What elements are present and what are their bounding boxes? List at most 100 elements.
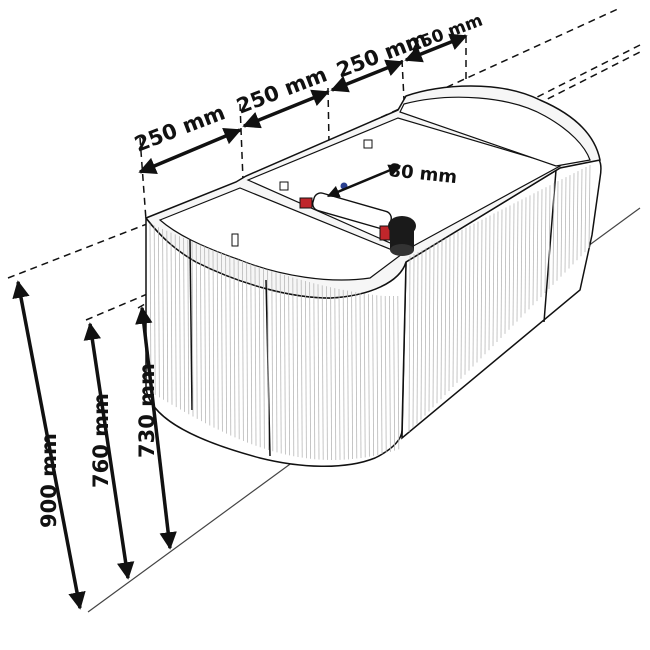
groove-line	[544, 187, 547, 293]
groove-line	[187, 239, 190, 415]
groove-line	[204, 246, 206, 424]
groove-line	[300, 279, 303, 458]
groove-line	[275, 272, 278, 453]
groove-line	[432, 243, 435, 408]
groove-line	[359, 292, 362, 459]
groove-line	[464, 227, 467, 375]
drawer-compartment-middle	[246, 117, 562, 251]
groove-line	[242, 260, 244, 441]
groove-line	[292, 277, 295, 457]
groove-line	[560, 179, 563, 277]
groove-line	[296, 278, 299, 458]
drawer-compartment-left	[158, 187, 404, 281]
groove-line	[317, 284, 320, 460]
groove-line	[484, 217, 487, 355]
groove-line	[504, 207, 507, 334]
groove-line	[444, 237, 447, 396]
groove-line	[246, 262, 248, 443]
drawer-compartment-right	[399, 96, 591, 167]
groove-line	[309, 282, 311, 459]
groove-line	[436, 241, 439, 404]
groove-line	[376, 295, 379, 455]
groove-line	[208, 248, 211, 426]
groove-line	[460, 229, 463, 379]
groove-line	[532, 193, 535, 306]
groove-line	[524, 197, 527, 314]
groove-line	[338, 289, 341, 460]
groove-line	[221, 253, 223, 432]
groove-line	[548, 185, 551, 289]
groove-line	[456, 231, 459, 383]
groove-line	[568, 175, 571, 269]
groove-line	[452, 233, 455, 387]
groove-line	[496, 211, 499, 343]
groove-line	[212, 249, 215, 428]
height-label-760: 760 mm	[89, 393, 113, 488]
groove-line	[397, 295, 400, 450]
groove-line	[229, 256, 232, 436]
dimension-arrows	[12, 33, 468, 610]
groove-line	[488, 215, 491, 351]
groove-line	[584, 167, 587, 253]
groove-line	[263, 268, 265, 449]
height-label-900: 900 mm	[37, 433, 61, 528]
groove-line	[564, 177, 567, 273]
groove-line	[512, 203, 515, 326]
groove-line	[363, 293, 366, 458]
groove-line	[540, 189, 543, 298]
groove-line	[536, 191, 539, 302]
groove-line	[179, 236, 181, 410]
groove-line	[480, 219, 483, 359]
groove-line	[195, 243, 198, 419]
groove-line	[440, 239, 443, 400]
groove-line	[500, 209, 503, 338]
groove-line	[408, 255, 411, 432]
groove-line	[305, 281, 307, 459]
cabinet-body	[144, 85, 602, 467]
groove-line	[326, 286, 328, 460]
groove-line	[372, 294, 374, 456]
groove-line	[424, 247, 427, 416]
groove-line	[355, 292, 358, 459]
groove-line	[233, 257, 236, 438]
groove-line	[237, 259, 240, 440]
groove-line	[428, 245, 431, 412]
groove-line	[254, 265, 257, 446]
groove-line	[516, 201, 519, 322]
groove-line	[508, 205, 511, 330]
groove-line	[271, 271, 274, 452]
groove-line	[588, 165, 591, 249]
groove-line	[572, 173, 575, 265]
groove-line	[330, 287, 332, 460]
groove-line	[368, 294, 370, 457]
width-label-1: 250 mm	[131, 100, 228, 156]
groove-line	[200, 244, 202, 422]
height-label-730: 730 mm	[135, 363, 159, 458]
groove-line	[492, 213, 495, 347]
groove-line	[420, 249, 423, 420]
groove-line	[576, 171, 579, 261]
groove-line	[347, 290, 349, 460]
groove-line	[448, 235, 451, 392]
groove-line	[250, 263, 253, 445]
groove-line	[416, 251, 419, 424]
groove-line	[216, 251, 219, 430]
groove-line	[288, 276, 290, 456]
groove-line	[468, 225, 471, 371]
groove-line	[389, 295, 391, 452]
groove-line	[472, 223, 475, 367]
groove-line	[384, 295, 387, 453]
groove-line	[380, 295, 383, 455]
groove-line	[321, 285, 324, 460]
groove-line	[580, 169, 583, 257]
groove-line	[528, 195, 531, 310]
groove-line	[351, 291, 353, 460]
groove-line	[556, 181, 559, 281]
groove-line	[225, 254, 227, 434]
groove-line	[476, 221, 479, 363]
groove-line	[284, 275, 286, 455]
groove-line	[412, 253, 415, 428]
groove-line	[334, 288, 337, 460]
width-label-4: 250 mm	[407, 10, 486, 56]
